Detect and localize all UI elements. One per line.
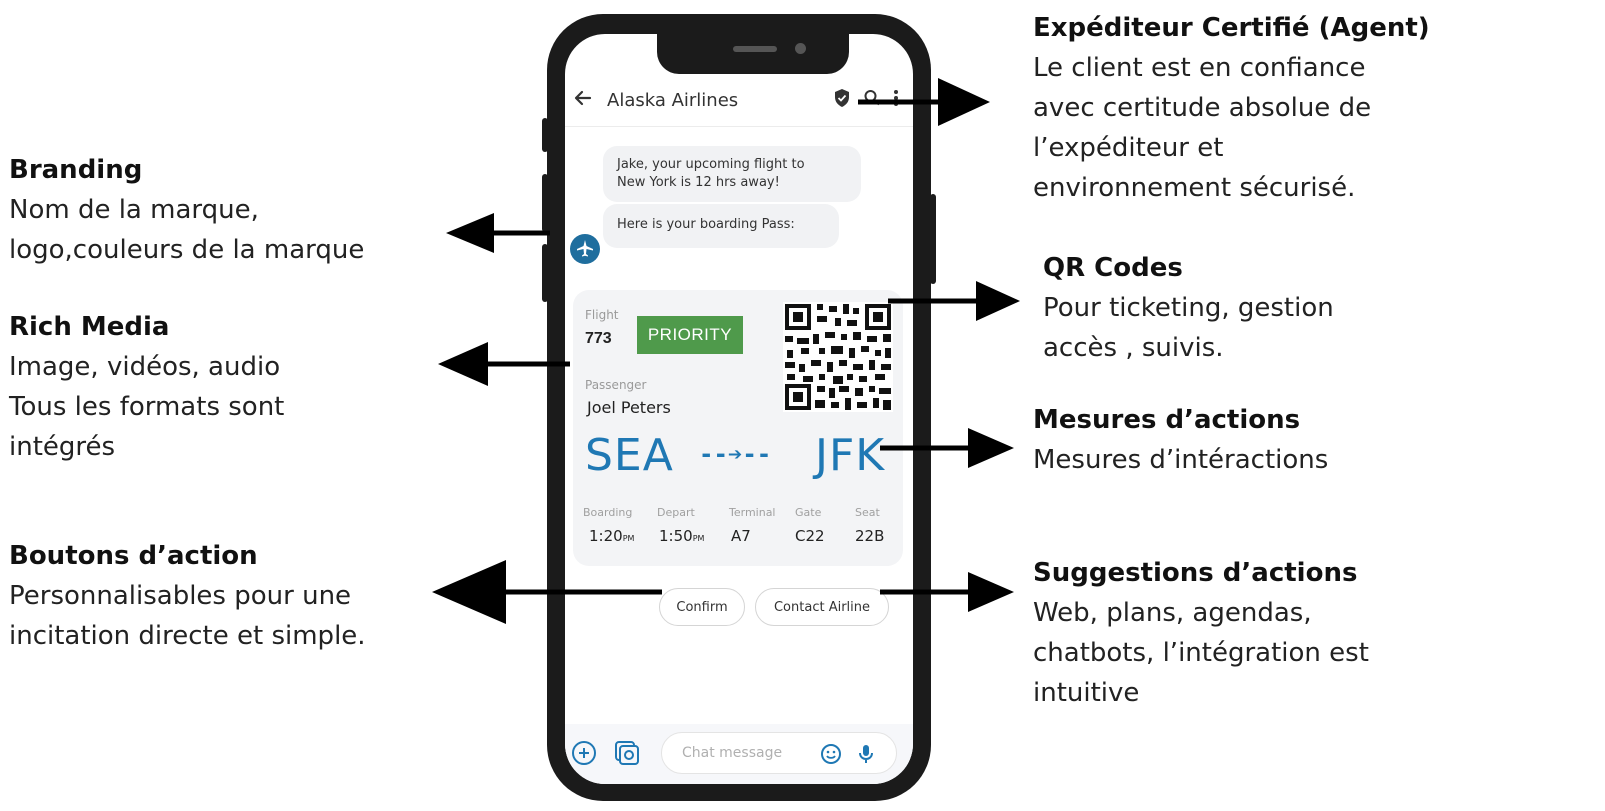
- app-bar-divider: [565, 126, 913, 127]
- arrowhead: [446, 213, 494, 253]
- add-circle-icon[interactable]: [571, 740, 597, 771]
- message-composer: Chat message: [565, 724, 913, 784]
- qr-code[interactable]: [783, 302, 893, 412]
- gate-value: C22: [795, 527, 825, 545]
- suggestions-note: Suggestions d’actions Web, plans, agenda…: [1033, 553, 1369, 713]
- mic-icon[interactable]: [858, 743, 874, 770]
- arrowhead: [432, 560, 506, 624]
- action-buttons-title: Boutons d’action: [9, 541, 258, 571]
- certified-sender-note: Expéditeur Certifié (Agent) Le client es…: [1033, 8, 1430, 208]
- side-button: [542, 244, 548, 302]
- qr-codes-line: accès , suivis.: [1043, 333, 1224, 363]
- phone-screen: Alaska Airlines Jake, your upcoming flig…: [565, 34, 913, 784]
- rich-media-note: Rich Media Image, vidéos, audio Tous les…: [9, 307, 284, 467]
- brand-logo-avatar: [570, 234, 600, 264]
- route-arrow-icon: --➔--: [699, 440, 772, 468]
- seat-label: Seat: [855, 506, 880, 519]
- branding-note: Branding Nom de la marque, logo,couleurs…: [9, 150, 364, 270]
- more-vert-icon[interactable]: [893, 88, 901, 110]
- passenger-label: Passenger: [585, 378, 647, 392]
- suggestions-line: chatbots, l’intégration est: [1033, 638, 1369, 668]
- rich-media-line: intégrés: [9, 432, 116, 462]
- side-button: [930, 194, 936, 284]
- suggestions-line: intuitive: [1033, 678, 1140, 708]
- depart-time: 1:50PM: [659, 527, 705, 545]
- verified-shield-icon: [833, 88, 853, 110]
- certified-sender-title: Expéditeur Certifié (Agent): [1033, 13, 1430, 43]
- side-button: [542, 174, 548, 232]
- destination-code: JFK: [815, 430, 886, 481]
- action-buttons-note: Boutons d’action Personnalisables pour u…: [9, 536, 366, 656]
- metrics-line: Mesures d’intéractions: [1033, 445, 1329, 475]
- arrowhead: [968, 572, 1014, 612]
- message-bubble: Jake, your upcoming flight to New York i…: [603, 146, 861, 202]
- action-buttons-line: Personnalisables pour une: [9, 581, 352, 611]
- rich-media-line: Tous les formats sont: [9, 392, 285, 422]
- depart-label: Depart: [657, 506, 695, 519]
- qr-codes-line: Pour ticketing, gestion: [1043, 293, 1334, 323]
- notch: [657, 34, 849, 74]
- rich-media-title: Rich Media: [9, 312, 170, 342]
- side-button: [542, 118, 548, 152]
- app-bar: Alaska Airlines: [565, 78, 913, 124]
- certified-sender-line: environnement sécurisé.: [1033, 173, 1356, 203]
- arrowhead: [438, 342, 488, 386]
- priority-badge: PRIORITY: [637, 316, 743, 354]
- boarding-time: 1:20PM: [589, 527, 635, 545]
- arrowhead: [976, 281, 1020, 321]
- airplane-icon: [577, 240, 593, 257]
- qr-codes-note: QR Codes Pour ticketing, gestion accès ,…: [1043, 248, 1334, 368]
- gate-label: Gate: [795, 506, 822, 519]
- message-text: New York is 12 hrs away!: [617, 175, 780, 190]
- arrowhead: [968, 428, 1014, 468]
- suggestions-title: Suggestions d’actions: [1033, 558, 1358, 588]
- passenger-name: Joel Peters: [587, 398, 671, 417]
- chat-message-placeholder: Chat message: [682, 745, 783, 761]
- rich-media-line: Image, vidéos, audio: [9, 352, 281, 382]
- search-icon[interactable]: [863, 88, 883, 110]
- qr-codes-title: QR Codes: [1043, 253, 1183, 283]
- emoji-icon[interactable]: [820, 743, 842, 770]
- message-text: Here is your boarding Pass:: [617, 217, 795, 232]
- boarding-pass-card[interactable]: Flight 773 PRIORITY: [573, 290, 903, 566]
- suggestions-line: Web, plans, agendas,: [1033, 598, 1312, 628]
- flight-label: Flight: [585, 308, 619, 322]
- boarding-label: Boarding: [583, 506, 633, 519]
- message-bubble: Here is your boarding Pass:: [603, 204, 839, 248]
- branding-line: Nom de la marque,: [9, 195, 259, 225]
- terminal-value: A7: [731, 527, 751, 545]
- metrics-note: Mesures d’actions Mesures d’intéractions: [1033, 400, 1328, 480]
- chat-message-input[interactable]: Chat message: [661, 732, 897, 774]
- brand-name: Alaska Airlines: [607, 90, 739, 111]
- certified-sender-line: l’expéditeur et: [1033, 133, 1224, 163]
- certified-sender-line: avec certitude absolue de: [1033, 93, 1372, 123]
- front-camera: [795, 43, 806, 54]
- gallery-icon[interactable]: [613, 739, 641, 772]
- branding-title: Branding: [9, 155, 143, 185]
- speaker: [733, 46, 777, 52]
- terminal-label: Terminal: [729, 506, 776, 519]
- phone-frame: Alaska Airlines Jake, your upcoming flig…: [542, 14, 936, 801]
- confirm-button[interactable]: Confirm: [659, 588, 745, 626]
- message-text: Jake, your upcoming flight to: [617, 157, 805, 172]
- metrics-title: Mesures d’actions: [1033, 405, 1301, 435]
- flight-number: 773: [585, 330, 612, 347]
- seat-value: 22B: [855, 527, 885, 545]
- contact-airline-button[interactable]: Contact Airline: [755, 588, 889, 626]
- branding-line: logo,couleurs de la marque: [9, 235, 365, 265]
- certified-sender-line: Le client est en confiance: [1033, 53, 1366, 83]
- back-arrow-icon[interactable]: [573, 88, 593, 114]
- arrowhead: [938, 78, 990, 126]
- action-buttons-line: incitation directe et simple.: [9, 621, 366, 651]
- origin-code: SEA: [585, 430, 674, 481]
